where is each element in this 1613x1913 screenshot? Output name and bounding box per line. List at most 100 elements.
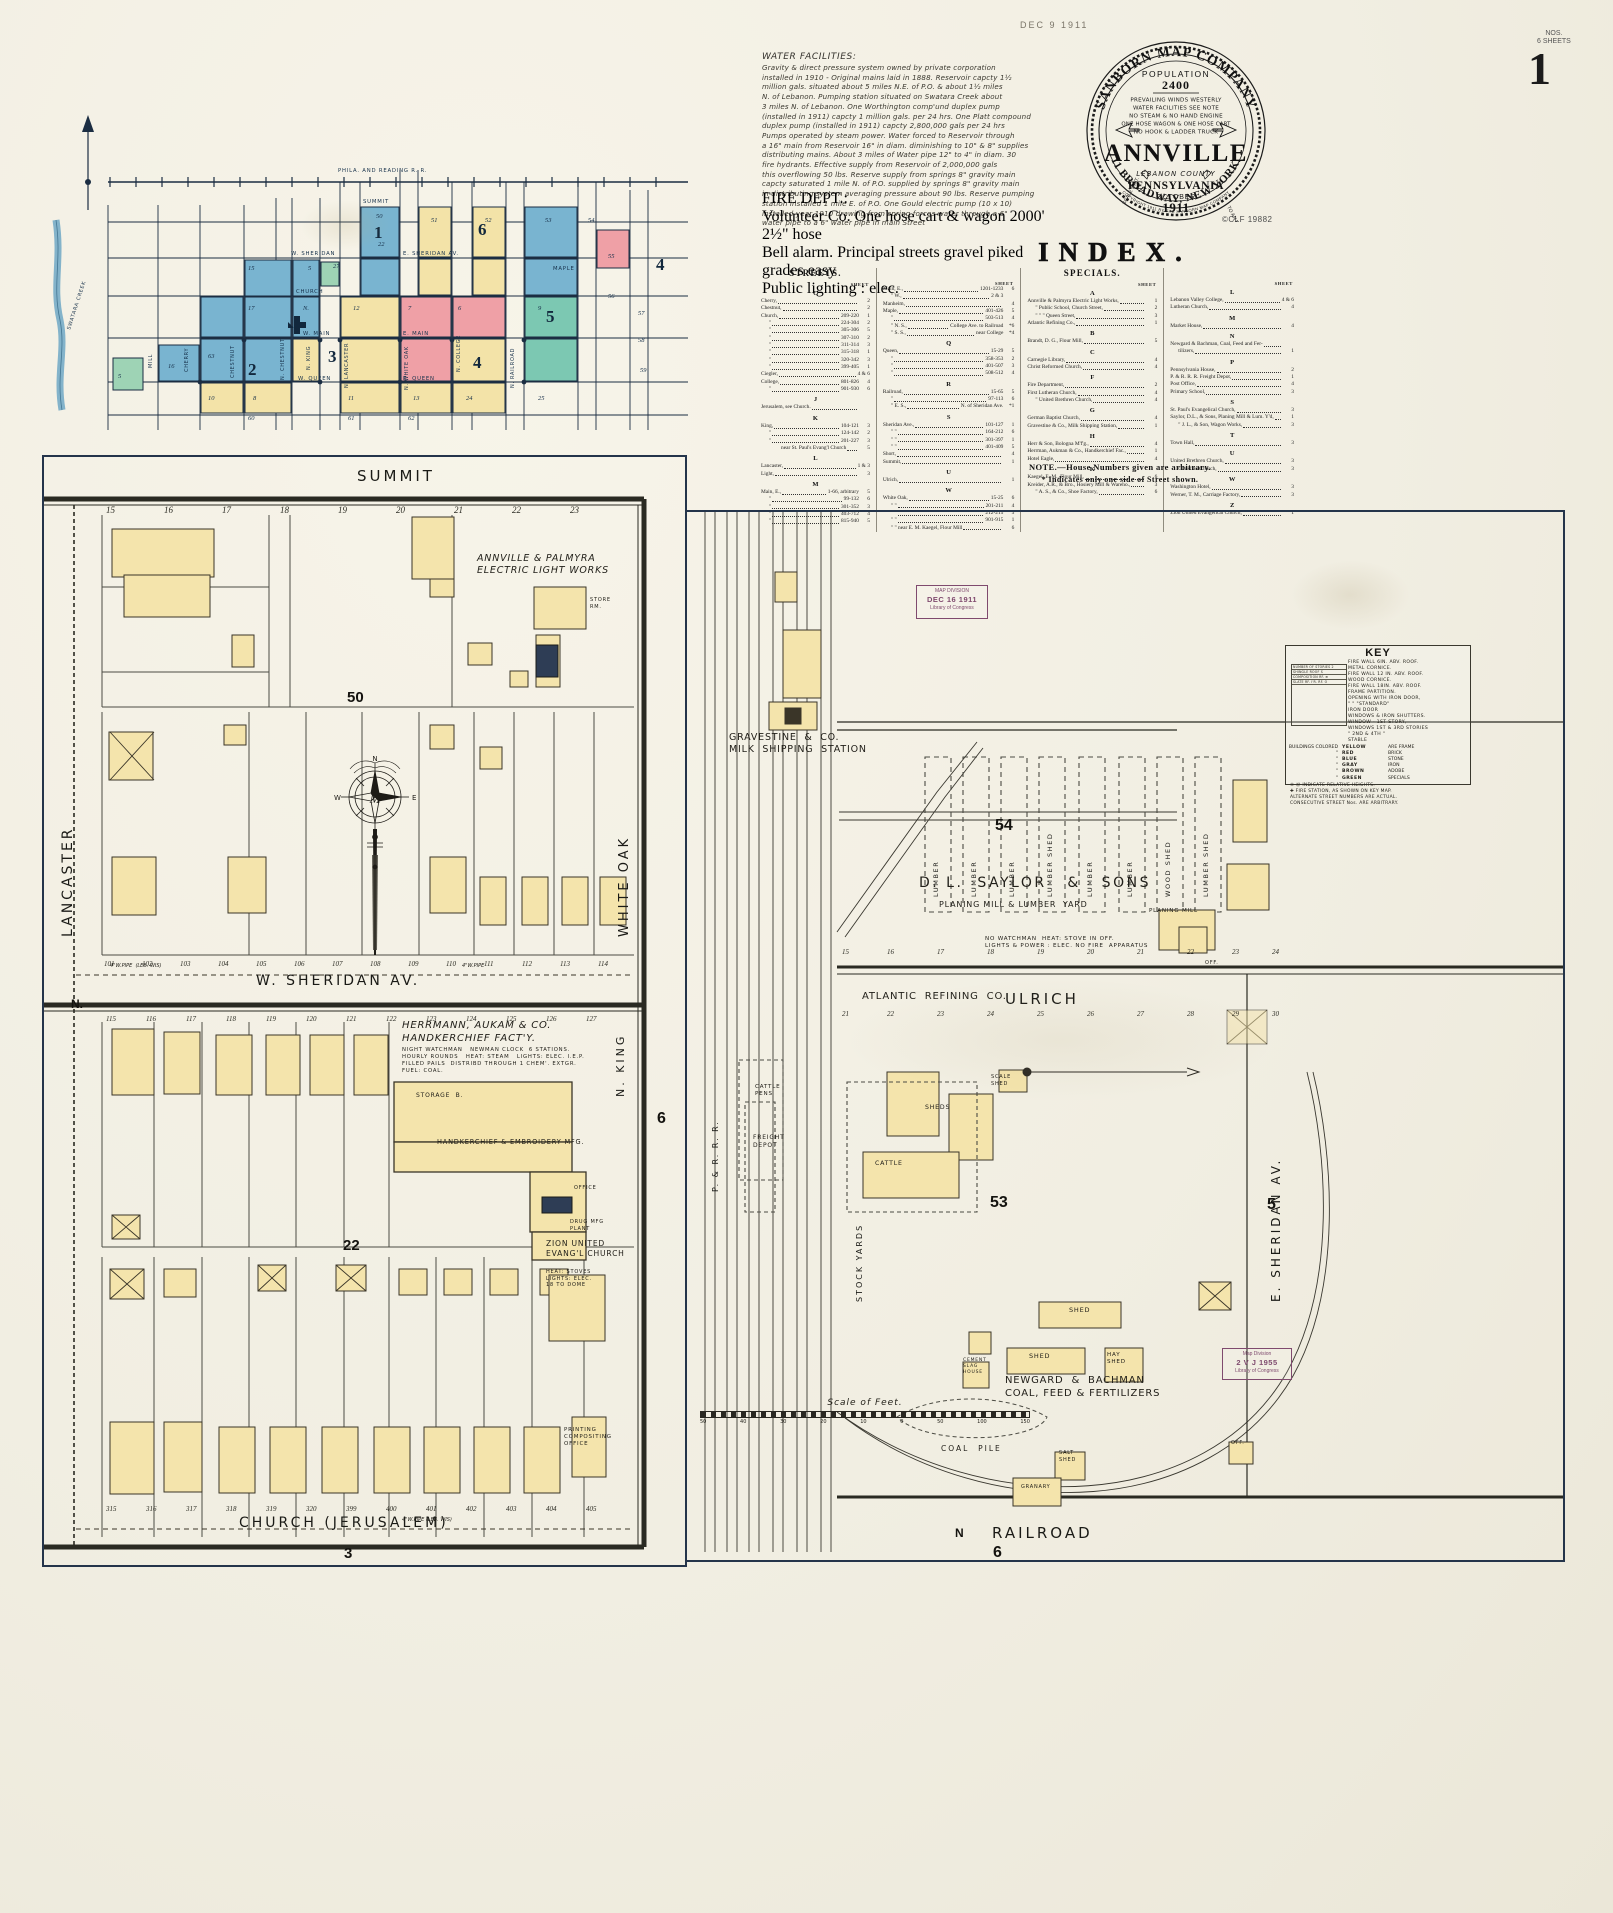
- index-entry[interactable]: Kreider, A.R., & Bro., Hosiery Mill & Wa…: [1027, 482, 1157, 489]
- index-entry[interactable]: Post Office,4: [1170, 381, 1294, 388]
- index-entry-name: United Brethren Church,: [1170, 458, 1224, 465]
- index-entry[interactable]: " United Brethren Church,4: [1027, 397, 1157, 404]
- index-entry[interactable]: Newgard & Bachman, Coal, Feed and Fer-: [1170, 341, 1294, 348]
- index-entry[interactable]: German Baptist Church,4: [1027, 415, 1157, 422]
- index-entry[interactable]: " W.,2 & 3: [883, 293, 1014, 300]
- index-entry[interactable]: Cherry,2: [761, 298, 870, 305]
- index-entry-name: Town Hall,: [1170, 440, 1195, 447]
- index-entry[interactable]: " N. S.,College Ave. to Railroad*6: [883, 323, 1014, 330]
- index-entry[interactable]: " E. S.,N. of Sheridan Ave.*1: [883, 403, 1014, 410]
- index-entry[interactable]: Kaegel, E. M., Flour Mill,6: [1027, 474, 1157, 481]
- index-entry[interactable]: Saylor, D.L., & Sons, Planing Mill & Lum…: [1170, 414, 1294, 421]
- index-entry[interactable]: Annville & Palmyra Electric Light Works,…: [1027, 298, 1157, 305]
- water-note-title: WATER FACILITIES:: [762, 52, 857, 62]
- index-entry[interactable]: First Lutheran Church,4: [1027, 390, 1157, 397]
- index-entry[interactable]: " " " Queen Street,3: [1027, 313, 1157, 320]
- index-entry[interactable]: Herrman, Aukman & Co., Handkerchief Fac.…: [1027, 448, 1157, 455]
- index-entry[interactable]: Ciegler,4 & 6: [761, 371, 870, 378]
- index-entry[interactable]: Herr & Son, Bologna M'f'g.,4: [1027, 441, 1157, 448]
- index-entry[interactable]: Christ Reformed Church,4: [1027, 364, 1157, 371]
- index-entry[interactable]: " S. S.,near College*4: [883, 330, 1014, 337]
- index-entry[interactable]: Light,3: [761, 471, 870, 478]
- index-entry[interactable]: Market House,4: [1170, 323, 1294, 330]
- svg-text:5: 5: [308, 265, 312, 272]
- index-entry[interactable]: " J. L., & Son, Wagon Works,3: [1170, 422, 1294, 429]
- index-entry[interactable]: Gravestine & Co., Milk Shipping Station,…: [1027, 423, 1157, 430]
- index-entry[interactable]: United Brethren Church,3: [1170, 458, 1294, 465]
- index-entry[interactable]: Short,4: [883, 451, 1014, 458]
- index-entry[interactable]: Manheim,4: [883, 301, 1014, 308]
- index-entry[interactable]: St. Paul's Evangelical Church,3: [1170, 407, 1294, 414]
- index-entry[interactable]: Fire Department,2: [1027, 382, 1157, 389]
- index-entry[interactable]: Town Hall,3: [1170, 440, 1294, 447]
- index-entry[interactable]: Christian Church,3: [1170, 466, 1294, 473]
- index-entry[interactable]: Lancaster,1 & 3: [761, 463, 870, 470]
- index-entry[interactable]: Chestnut,2: [761, 305, 870, 312]
- lot-number: 121: [346, 1015, 357, 1023]
- index-entry[interactable]: Atlantic Refining Co.,1: [1027, 320, 1157, 327]
- index-letter-heading: M: [812, 480, 819, 488]
- index-entry[interactable]: Lebanon Valley College,4 & 6: [1170, 297, 1294, 304]
- index-entry-name: Zion United Evangelical Church,: [1170, 509, 1242, 516]
- index-entry[interactable]: Werner, T. M., Carriage Factory,3: [1170, 492, 1294, 499]
- index-entry[interactable]: Pennsylvania House,2: [1170, 367, 1294, 374]
- index-entry[interactable]: Carnegie Library,4: [1027, 357, 1157, 364]
- index-entry[interactable]: Lutheran Church,4: [1170, 304, 1294, 311]
- index-entry-sheet: 3: [867, 503, 870, 510]
- index-entry[interactable]: Brandt, D. G., Flour Mill,5: [1027, 338, 1157, 345]
- index-entry[interactable]: " A. S., & Co., Shoe Factory,6: [1027, 489, 1157, 496]
- index-entry[interactable]: Summit,1: [883, 459, 1014, 466]
- index-entry[interactable]: tilizers,1: [1170, 348, 1294, 355]
- index-entry[interactable]: Ulrich,1: [883, 477, 1014, 484]
- index-entry-name: Hotel Eagle,: [1027, 455, 1055, 462]
- north-marker-right: N: [955, 1526, 964, 1540]
- index-entry[interactable]: Zion United Evangelical Church,1: [1170, 510, 1294, 517]
- index-entry[interactable]: " Public School, Church Street,2: [1027, 305, 1157, 312]
- index-entry[interactable]: Hotel Eagle,4: [1027, 456, 1157, 463]
- index-entry-leader: [811, 406, 857, 411]
- index-entry[interactable]: Jerusalem, see Church.: [761, 404, 870, 411]
- index-entry-leader: [894, 317, 984, 322]
- index-entry[interactable]: P. & R. R. R. Freight Depot,1: [1170, 374, 1294, 381]
- index-entry[interactable]: Primary School,3: [1170, 389, 1294, 396]
- library-stamp-1-date: DEC 16 1911: [926, 594, 978, 604]
- index-entry[interactable]: Washington Hotel,3: [1170, 484, 1294, 491]
